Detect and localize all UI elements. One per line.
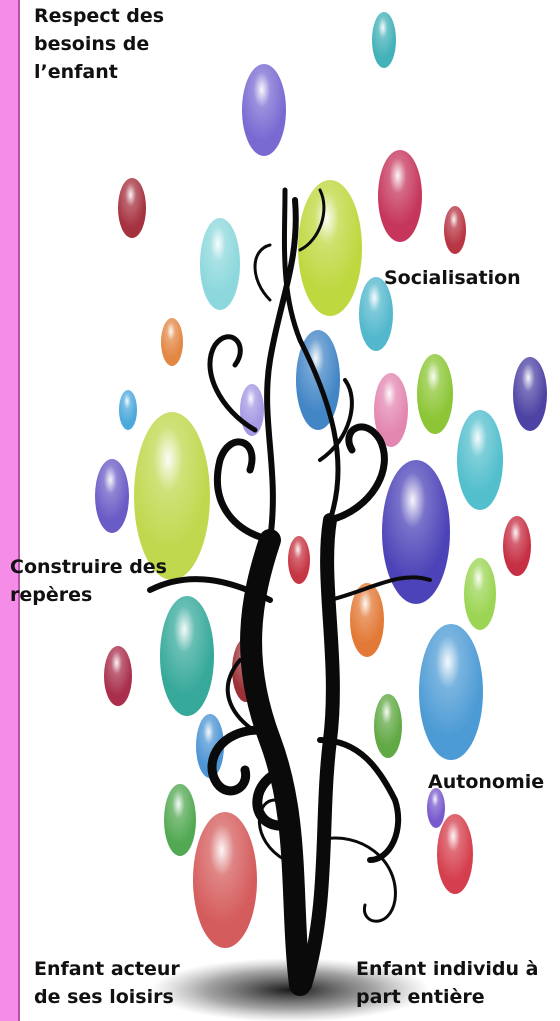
bubble-red-far-right-highlight xyxy=(503,516,531,576)
bubble-darkred-left-highlight xyxy=(118,178,146,238)
bubble-orange-center-highlight xyxy=(350,583,384,657)
bubble-green-low-center-highlight xyxy=(374,694,402,758)
bubble-yellowgreen-center-highlight xyxy=(298,180,362,316)
bubble-blue-small-left-highlight xyxy=(119,390,137,430)
label-enfant-acteur: Enfant acteur de ses loisirs xyxy=(34,958,180,1008)
bubble-lightgreen-big-left-highlight xyxy=(134,412,210,580)
label-autonomie: Autonomie xyxy=(428,771,545,793)
bubble-lime-right-highlight xyxy=(417,354,453,434)
bubble-violet-small-right-highlight xyxy=(427,788,445,828)
label-construire-reperes: Construire des repères xyxy=(10,556,167,606)
bubble-lightblue-left-highlight xyxy=(200,218,240,310)
side-bar-border xyxy=(18,0,20,1021)
bubble-red-small-right-highlight xyxy=(444,206,466,254)
bubble-orange-left-highlight xyxy=(161,318,183,366)
bubble-lightgreen-right-highlight xyxy=(464,558,496,630)
tree-trunk xyxy=(147,187,432,996)
bubble-maroon-left-highlight xyxy=(104,646,132,706)
label-socialisation: Socialisation xyxy=(384,267,521,289)
bubble-aqua-right-highlight xyxy=(457,410,503,510)
label-respect-besoins: Respect des besoins de l’enfant xyxy=(34,5,165,83)
bubble-teal-top-highlight xyxy=(372,12,396,68)
bubble-skyblue-big-right-highlight xyxy=(419,624,483,760)
bubble-red-bottom-right-highlight xyxy=(437,814,473,894)
bubble-rose-big-bottom-highlight xyxy=(193,812,257,948)
bubble-pink-right-highlight xyxy=(374,373,408,447)
bubble-teal-left-mid-highlight xyxy=(160,596,214,716)
bubble-red-center-highlight xyxy=(288,536,310,584)
bubble-crimson-right-highlight xyxy=(378,150,422,242)
label-enfant-individu: Enfant individu à part entière xyxy=(356,958,539,1008)
bubble-purple-left-highlight xyxy=(95,459,129,533)
bubble-deepblue-right-highlight xyxy=(382,460,450,604)
bubble-cyan-right-highlight xyxy=(359,277,393,351)
bubble-indigo-far-right-highlight xyxy=(513,357,547,431)
side-bar xyxy=(0,0,18,1021)
bubble-green-low-left-highlight xyxy=(164,784,196,856)
bubble-violet-top-highlight xyxy=(242,64,286,156)
